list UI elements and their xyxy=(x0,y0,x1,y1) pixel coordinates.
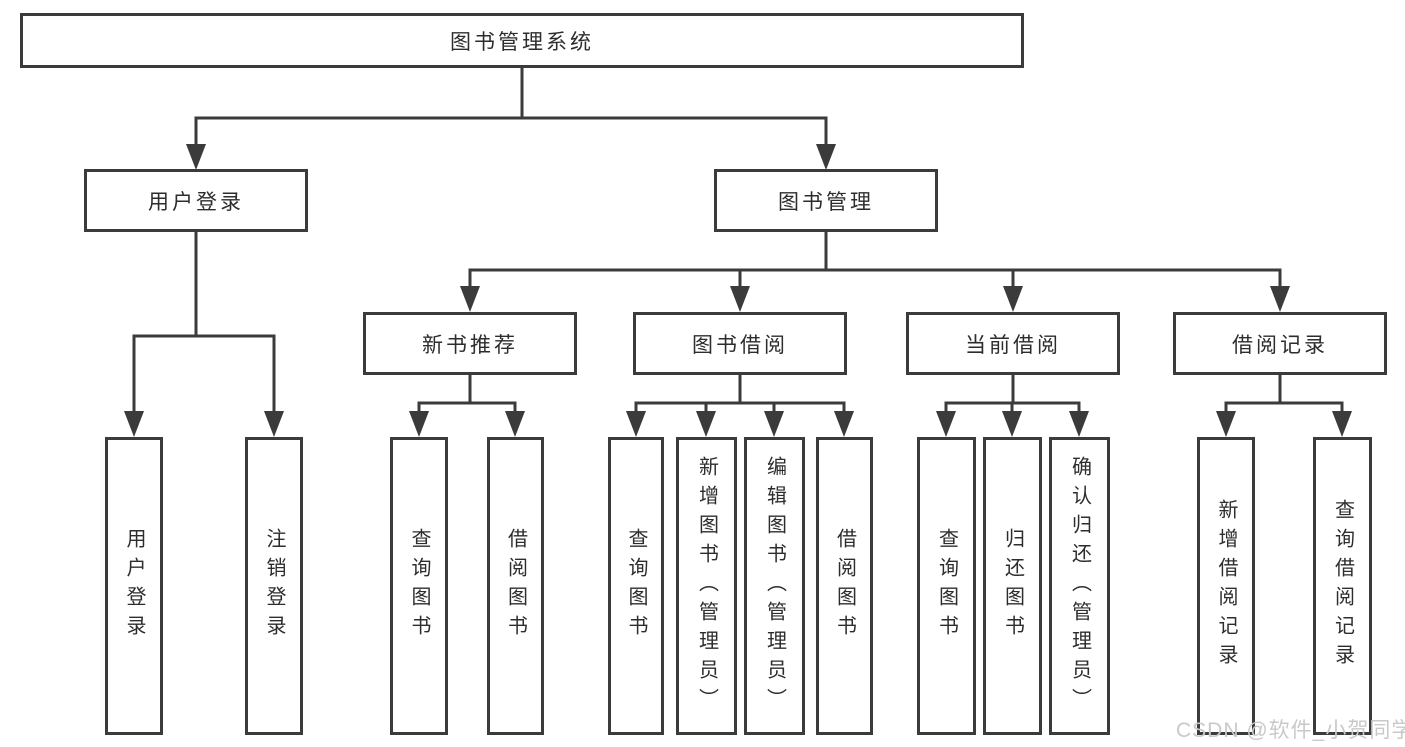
connector-borrow-records-to-leaves xyxy=(1216,373,1352,437)
connector-new-book-recommend-to-leaves xyxy=(409,373,525,437)
leaf-current-return-books: 归还图书 xyxy=(983,437,1042,735)
node-book-borrow: 图书借阅 xyxy=(633,312,847,375)
node-borrow-records: 借阅记录 xyxy=(1173,312,1387,375)
leaf-records-query-record: 查询借阅记录 xyxy=(1313,437,1372,735)
leaf-current-query-books: 查询图书 xyxy=(917,437,976,735)
leaf-newrec-borrow-books: 借阅图书 xyxy=(487,437,544,735)
leaf-borrow-query-books: 查询图书 xyxy=(608,437,664,735)
leaf-user-login: 用户登录 xyxy=(105,437,163,735)
connector-user-login-to-leaves xyxy=(124,230,284,437)
connector-current-borrow-to-leaves xyxy=(936,373,1089,437)
leaf-records-add-record: 新增借阅记录 xyxy=(1197,437,1255,735)
node-user-login: 用户登录 xyxy=(84,169,308,232)
leaf-borrow-add-books-admin: 新增图书（管理员） xyxy=(676,437,737,735)
node-new-book-recommend: 新书推荐 xyxy=(363,312,577,375)
connector-root-to-level2 xyxy=(186,66,836,170)
node-root-system: 图书管理系统 xyxy=(20,13,1024,68)
leaf-logout: 注销登录 xyxy=(245,437,303,735)
leaf-borrow-edit-books-admin: 编辑图书（管理员） xyxy=(744,437,805,735)
leaf-current-confirm-return-admin: 确认归还（管理员） xyxy=(1049,437,1110,735)
leaf-newrec-query-books: 查询图书 xyxy=(390,437,448,735)
connector-book-management-to-level3 xyxy=(460,230,1290,312)
node-current-borrow: 当前借阅 xyxy=(906,312,1120,375)
node-book-management: 图书管理 xyxy=(714,169,938,232)
leaf-borrow-borrow-books: 借阅图书 xyxy=(816,437,873,735)
connector-book-borrow-to-leaves xyxy=(626,373,854,437)
csdn-watermark: CSDN @软件_小贺同学 xyxy=(1176,719,1405,742)
